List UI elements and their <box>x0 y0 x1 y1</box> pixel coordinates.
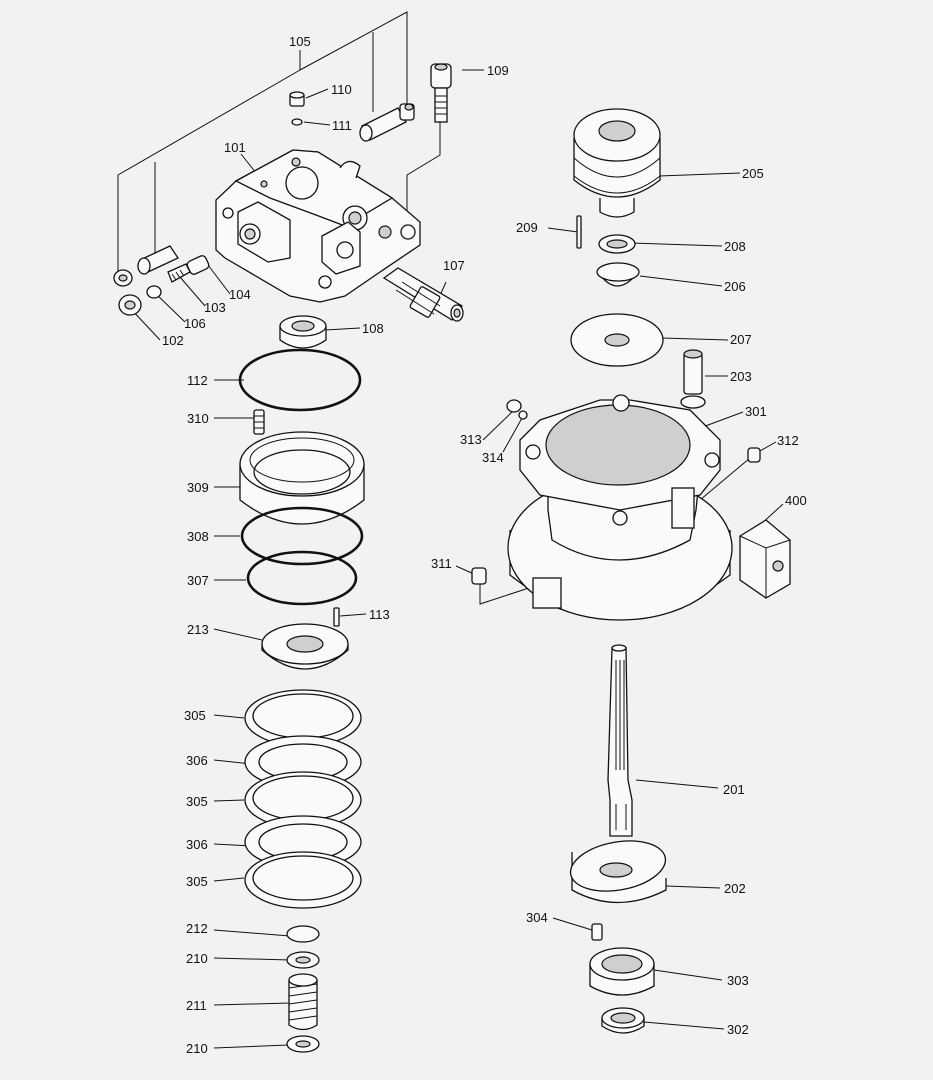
brake-piston-part <box>239 431 365 525</box>
callout-305-bottom: 305 <box>186 874 208 889</box>
callout-311: 311 <box>431 556 452 571</box>
callout-101: 101 <box>224 140 246 155</box>
callout-106: 106 <box>184 316 206 331</box>
drain-plug-part <box>506 399 528 420</box>
callout-102: 102 <box>162 333 184 348</box>
callout-304: 304 <box>526 910 548 925</box>
callout-305-top: 305 <box>184 708 206 723</box>
small-plug-part <box>289 91 305 126</box>
callout-208: 208 <box>724 239 746 254</box>
callout-309: 309 <box>187 480 209 495</box>
leader-lines <box>117 11 784 1049</box>
callout-313: 313 <box>460 432 482 447</box>
bearing-parts <box>589 923 655 1034</box>
callout-104: 104 <box>229 287 251 302</box>
callout-210-bottom: 210 <box>186 1041 208 1056</box>
callout-107: 107 <box>443 258 465 273</box>
callout-108: 108 <box>362 321 384 336</box>
callout-302: 302 <box>727 1022 749 1037</box>
callout-307: 307 <box>187 573 209 588</box>
callout-211: 211 <box>186 998 207 1013</box>
spring-assembly-parts <box>286 925 320 1053</box>
callout-201: 201 <box>723 782 745 797</box>
piston-shoe-part <box>680 349 706 409</box>
callout-301: 301 <box>745 404 767 419</box>
callout-112: 112 <box>187 373 208 388</box>
valve-plate-part <box>261 623 349 670</box>
valve-housing-part <box>215 149 421 303</box>
large-o-ring-part <box>238 348 362 412</box>
callout-207: 207 <box>730 332 752 347</box>
callout-210-top: 210 <box>186 951 208 966</box>
callout-111: 111 <box>332 118 352 133</box>
callout-205: 205 <box>742 166 764 181</box>
callout-110: 110 <box>331 82 352 97</box>
callout-310: 310 <box>187 411 209 426</box>
callout-306-top: 306 <box>186 753 208 768</box>
callout-202: 202 <box>724 881 746 896</box>
callout-209: 209 <box>516 220 538 235</box>
swash-plate-part <box>569 840 667 904</box>
set-screw-part <box>747 447 761 463</box>
friction-plates-stack <box>244 689 362 909</box>
check-valve-parts <box>118 255 210 316</box>
bolt-part <box>430 63 452 123</box>
drive-shaft-part <box>607 644 633 837</box>
needle-bearing-part <box>279 315 327 349</box>
spring-pin-part <box>253 409 265 435</box>
callout-213: 213 <box>187 622 209 637</box>
callout-400: 400 <box>785 493 807 508</box>
relief-valve-parts-lower <box>113 245 179 287</box>
callout-212: 212 <box>186 921 208 936</box>
callout-306-bottom: 306 <box>186 837 208 852</box>
brake-o-rings <box>240 506 364 606</box>
callout-312: 312 <box>777 433 799 448</box>
dowel-pin-part <box>333 607 340 627</box>
valve-block-part <box>739 519 791 599</box>
callout-308: 308 <box>187 529 209 544</box>
callout-113: 113 <box>369 607 390 622</box>
callout-314: 314 <box>482 450 504 465</box>
cylinder-block-part <box>573 108 661 218</box>
callout-203: 203 <box>730 369 752 384</box>
retainer-parts <box>570 234 664 367</box>
relief-valve-parts-upper <box>359 103 415 142</box>
callout-105: 105 <box>289 34 311 49</box>
callout-103: 103 <box>204 300 226 315</box>
plug-part <box>471 567 487 585</box>
callout-303: 303 <box>727 973 749 988</box>
callout-109: 109 <box>487 63 509 78</box>
callout-labels: 105 109 110 111 101 107 104 103 106 102 … <box>162 34 807 1056</box>
valve-cartridge-part <box>382 267 464 322</box>
motor-casing-part <box>507 394 733 621</box>
center-pin-part <box>576 215 582 249</box>
callout-305-middle: 305 <box>186 794 208 809</box>
callout-206: 206 <box>724 279 746 294</box>
